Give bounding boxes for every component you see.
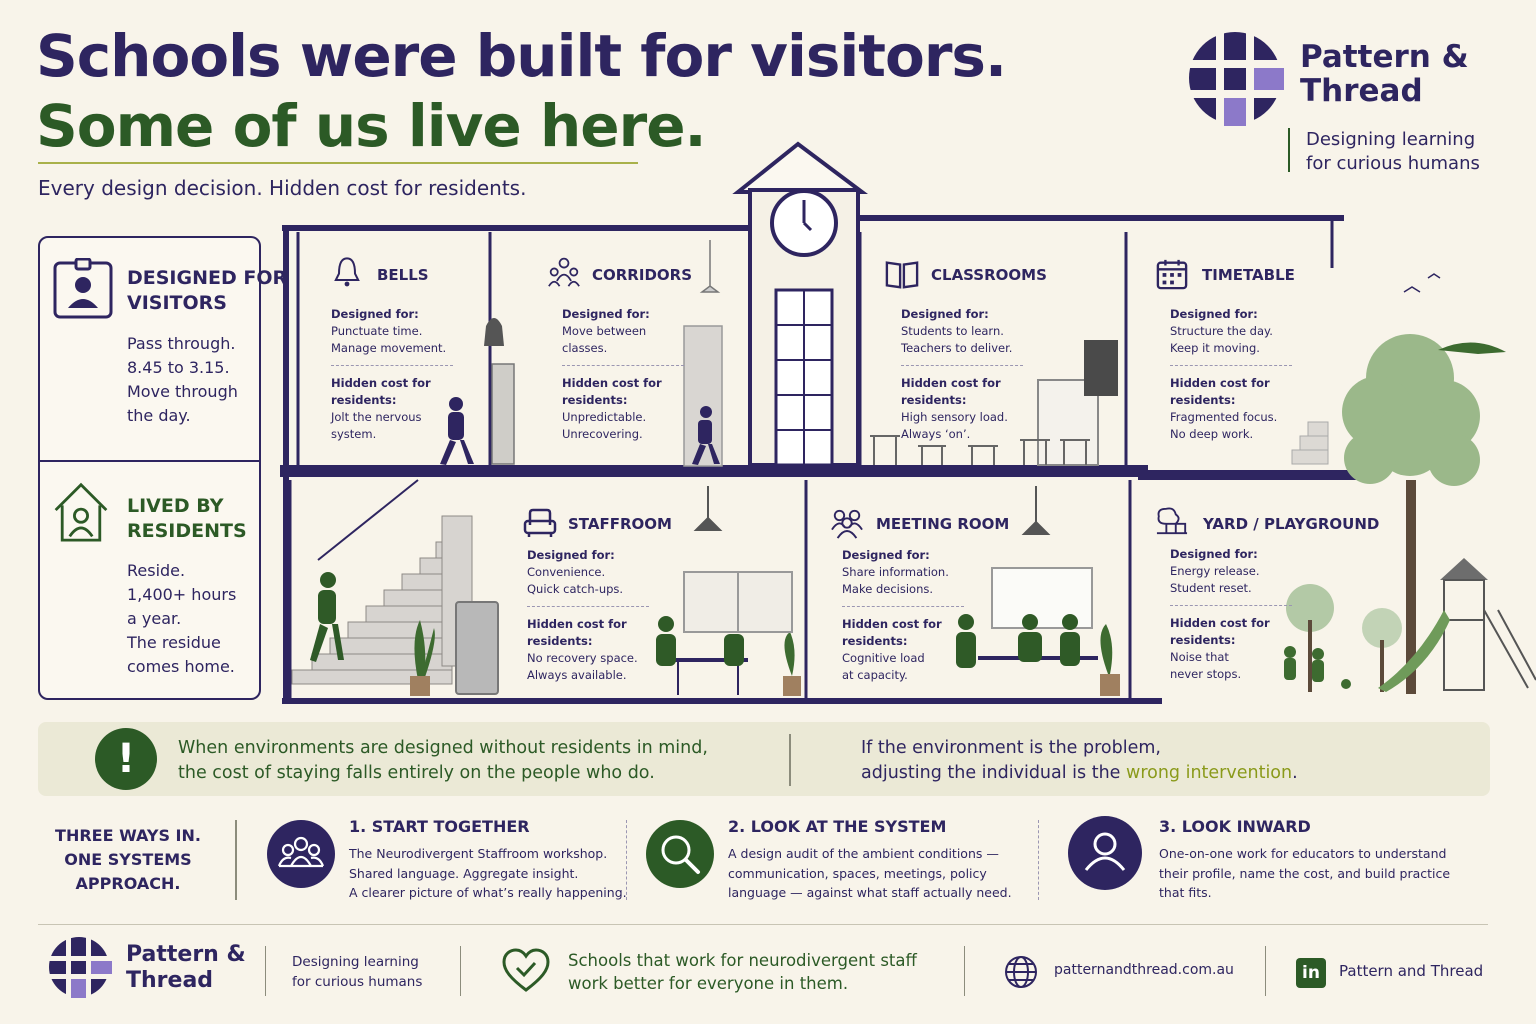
- id-badge-icon: [53, 258, 113, 319]
- headline-underline: [38, 162, 638, 164]
- person-icon: [1068, 816, 1142, 890]
- website-link[interactable]: patternandthread.com.au: [1054, 962, 1234, 978]
- separator: [842, 606, 964, 607]
- separator: [527, 606, 649, 607]
- room-title: YARD / PLAYGROUND: [1203, 515, 1380, 533]
- pattern-thread-logo: [1186, 30, 1284, 126]
- linkedin-icon[interactable]: in: [1296, 958, 1326, 988]
- room-details: Designed for: Convenience. Quick catch-u…: [527, 547, 657, 684]
- book-icon: [885, 261, 919, 289]
- room-details: Designed for: Punctuate time. Manage mov…: [331, 306, 461, 443]
- separator: [331, 365, 453, 366]
- magnifier-icon: [646, 820, 714, 888]
- bell-icon: [334, 257, 360, 287]
- armchair-icon: [523, 508, 557, 537]
- globe-icon: [1005, 956, 1037, 988]
- way-heading: 2. LOOK AT THE SYSTEM: [728, 817, 947, 836]
- brand-divider: [1288, 128, 1290, 172]
- way-3: 3. LOOK INWARD One-on-one work for educa…: [1159, 817, 1450, 903]
- banner-divider: [789, 734, 791, 786]
- headline-line-1: Schools were built for visitors.: [36, 22, 1007, 90]
- pattern-thread-logo-small: [46, 936, 112, 998]
- room-title: BELLS: [377, 266, 429, 284]
- exclamation-icon: !: [95, 728, 157, 790]
- separator: [1170, 365, 1292, 366]
- ways-separator: [1038, 820, 1039, 900]
- group-icon: [831, 509, 863, 539]
- house-icon: [54, 482, 108, 542]
- tree-icon: [1156, 507, 1188, 535]
- subtitle: Every design decision. Hidden cost for r…: [38, 176, 527, 200]
- ways-divider: [235, 820, 237, 900]
- banner-left-text: When environments are designed without r…: [178, 738, 708, 783]
- room-title: STAFFROOM: [568, 515, 672, 533]
- room-title: MEETING ROOM: [876, 515, 1010, 533]
- way-1: 1. START TOGETHER The Neurodivergent Sta…: [349, 817, 627, 903]
- footer-tagline: Designing learning for curious humans: [292, 954, 423, 990]
- people-icon: [548, 257, 580, 287]
- separator: [901, 365, 1023, 366]
- separator: [1170, 605, 1292, 606]
- way-body: The Neurodivergent Staffroom workshop. S…: [349, 846, 627, 900]
- heart-check-icon: [502, 948, 550, 992]
- linkedin-link[interactable]: Pattern and Thread: [1339, 962, 1484, 980]
- room-details: Designed for: Energy release. Student re…: [1170, 546, 1300, 683]
- team-icon: [267, 820, 335, 888]
- way-2: 2. LOOK AT THE SYSTEM A design audit of …: [728, 817, 1012, 903]
- visitors-heading: DESIGNED FOR VISITORS: [127, 267, 288, 314]
- way-heading: 1. START TOGETHER: [349, 817, 530, 836]
- residents-heading: LIVED BY RESIDENTS: [127, 495, 247, 542]
- room-details: Designed for: Share information. Make de…: [842, 547, 972, 684]
- footer-divider: [964, 946, 965, 996]
- residents-text: Reside. 1,400+ hours a year. The residue…: [127, 561, 237, 676]
- brand-tagline: Designing learning for curious humans: [1306, 129, 1480, 174]
- way-heading: 3. LOOK INWARD: [1159, 817, 1311, 836]
- way-body: One-on-one work for educators to underst…: [1159, 846, 1451, 900]
- wrong-intervention-highlight: wrong intervention: [1126, 763, 1293, 783]
- brand-name: Pattern & Thread: [1300, 39, 1469, 109]
- school-building-illustration: [280, 141, 1536, 704]
- room-details: Designed for: Move between classes. Hidd…: [562, 306, 692, 443]
- key-message-banner: [38, 722, 1490, 796]
- room-details: Designed for: Students to learn. Teacher…: [901, 306, 1031, 443]
- footer-divider: [265, 946, 266, 996]
- footer-rule: [38, 924, 1488, 925]
- visitors-text: Pass through. 8.45 to 3.15. Move through…: [127, 334, 238, 425]
- way-body: A design audit of the ambient conditions…: [728, 846, 1012, 900]
- headline-line-2: Some of us live here.: [36, 92, 707, 160]
- footer-message: Schools that work for neurodivergent sta…: [568, 951, 917, 993]
- calendar-icon: [1156, 259, 1188, 290]
- room-details: Designed for: Structure the day. Keep it…: [1170, 306, 1300, 443]
- panel-divider: [38, 460, 261, 462]
- footer-divider: [1265, 946, 1266, 996]
- room-title: TIMETABLE: [1202, 266, 1295, 284]
- banner-right-text: If the environment is the problem, adjus…: [861, 738, 1298, 783]
- visitors-residents-panel: [38, 236, 261, 700]
- separator: [562, 365, 684, 366]
- room-title: CLASSROOMS: [931, 266, 1047, 284]
- footer-divider: [460, 946, 461, 996]
- footer-brand-name: Pattern & Thread: [126, 942, 246, 993]
- three-ways-title: THREE WAYS IN. ONE SYSTEMS APPROACH.: [55, 826, 201, 893]
- ways-separator: [626, 820, 627, 900]
- room-title: CORRIDORS: [592, 266, 692, 284]
